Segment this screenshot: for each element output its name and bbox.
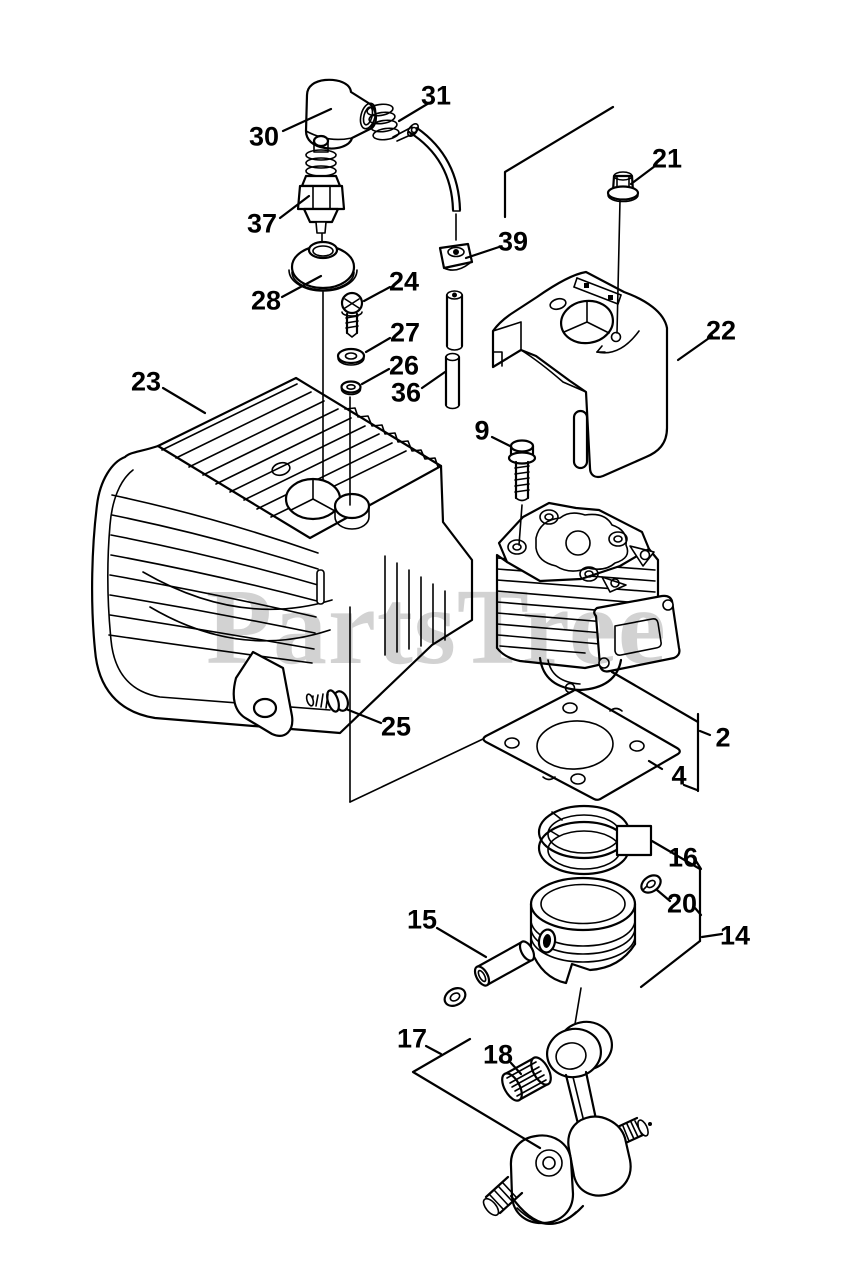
part-28-grommet	[289, 242, 357, 291]
part-15-piston-pin	[472, 939, 537, 988]
callout-30: 30	[248, 121, 280, 152]
part-14-piston	[531, 878, 635, 983]
callout-39: 39	[497, 226, 529, 257]
leader-lines	[163, 103, 722, 1148]
part-18-needle-bearing	[498, 1054, 555, 1104]
callout-37: 37	[246, 208, 278, 239]
bolt-9-axis-line	[519, 505, 522, 545]
piston-rod-axis-line	[575, 988, 581, 1024]
part-39-tube-nut	[440, 244, 472, 270]
part-24-screw	[342, 293, 362, 337]
nut-21-axis-line	[617, 200, 620, 333]
part-17-crankshaft	[481, 1017, 652, 1224]
callout-18: 18	[482, 1039, 514, 1070]
callout-17: 17	[396, 1023, 428, 1054]
callout-15: 15	[406, 904, 438, 935]
part-25-bolt	[305, 689, 350, 713]
part-16-piston-rings	[539, 806, 629, 874]
part-20-circlip	[638, 872, 664, 896]
part-26-washer	[342, 382, 361, 395]
part-2-cylinder	[497, 503, 679, 693]
callout-16: 16	[667, 842, 699, 873]
part-37-spark-plug	[298, 136, 344, 233]
part-4-cylinder-gasket	[484, 690, 680, 800]
callout-9: 9	[474, 415, 490, 446]
callout-21: 21	[651, 143, 683, 174]
callout-24: 24	[388, 266, 420, 297]
part-27-washer	[338, 349, 364, 365]
callout-31: 31	[420, 80, 452, 111]
callout-26: 26	[388, 350, 420, 381]
callout-28: 28	[250, 285, 282, 316]
part-36-tubes	[446, 291, 462, 409]
callout-27: 27	[389, 317, 421, 348]
part-23-engine-cover	[92, 378, 472, 736]
part-21-flange-nut	[608, 172, 638, 202]
callout-20: 20	[666, 888, 698, 919]
callout-2: 2	[715, 722, 731, 753]
part-9-bolt	[509, 441, 535, 501]
callout-14: 14	[719, 920, 751, 951]
callout-25: 25	[380, 711, 412, 742]
callout-23: 23	[130, 366, 162, 397]
ring-tag	[617, 826, 651, 855]
callout-22: 22	[705, 315, 737, 346]
assembly-axis-lines	[322, 233, 483, 802]
part-22-cylinder-cover	[493, 272, 667, 477]
retaining-ring	[441, 985, 468, 1010]
callout-36: 36	[390, 377, 422, 408]
fuel-hose	[406, 122, 460, 240]
callout-4: 4	[671, 760, 687, 791]
